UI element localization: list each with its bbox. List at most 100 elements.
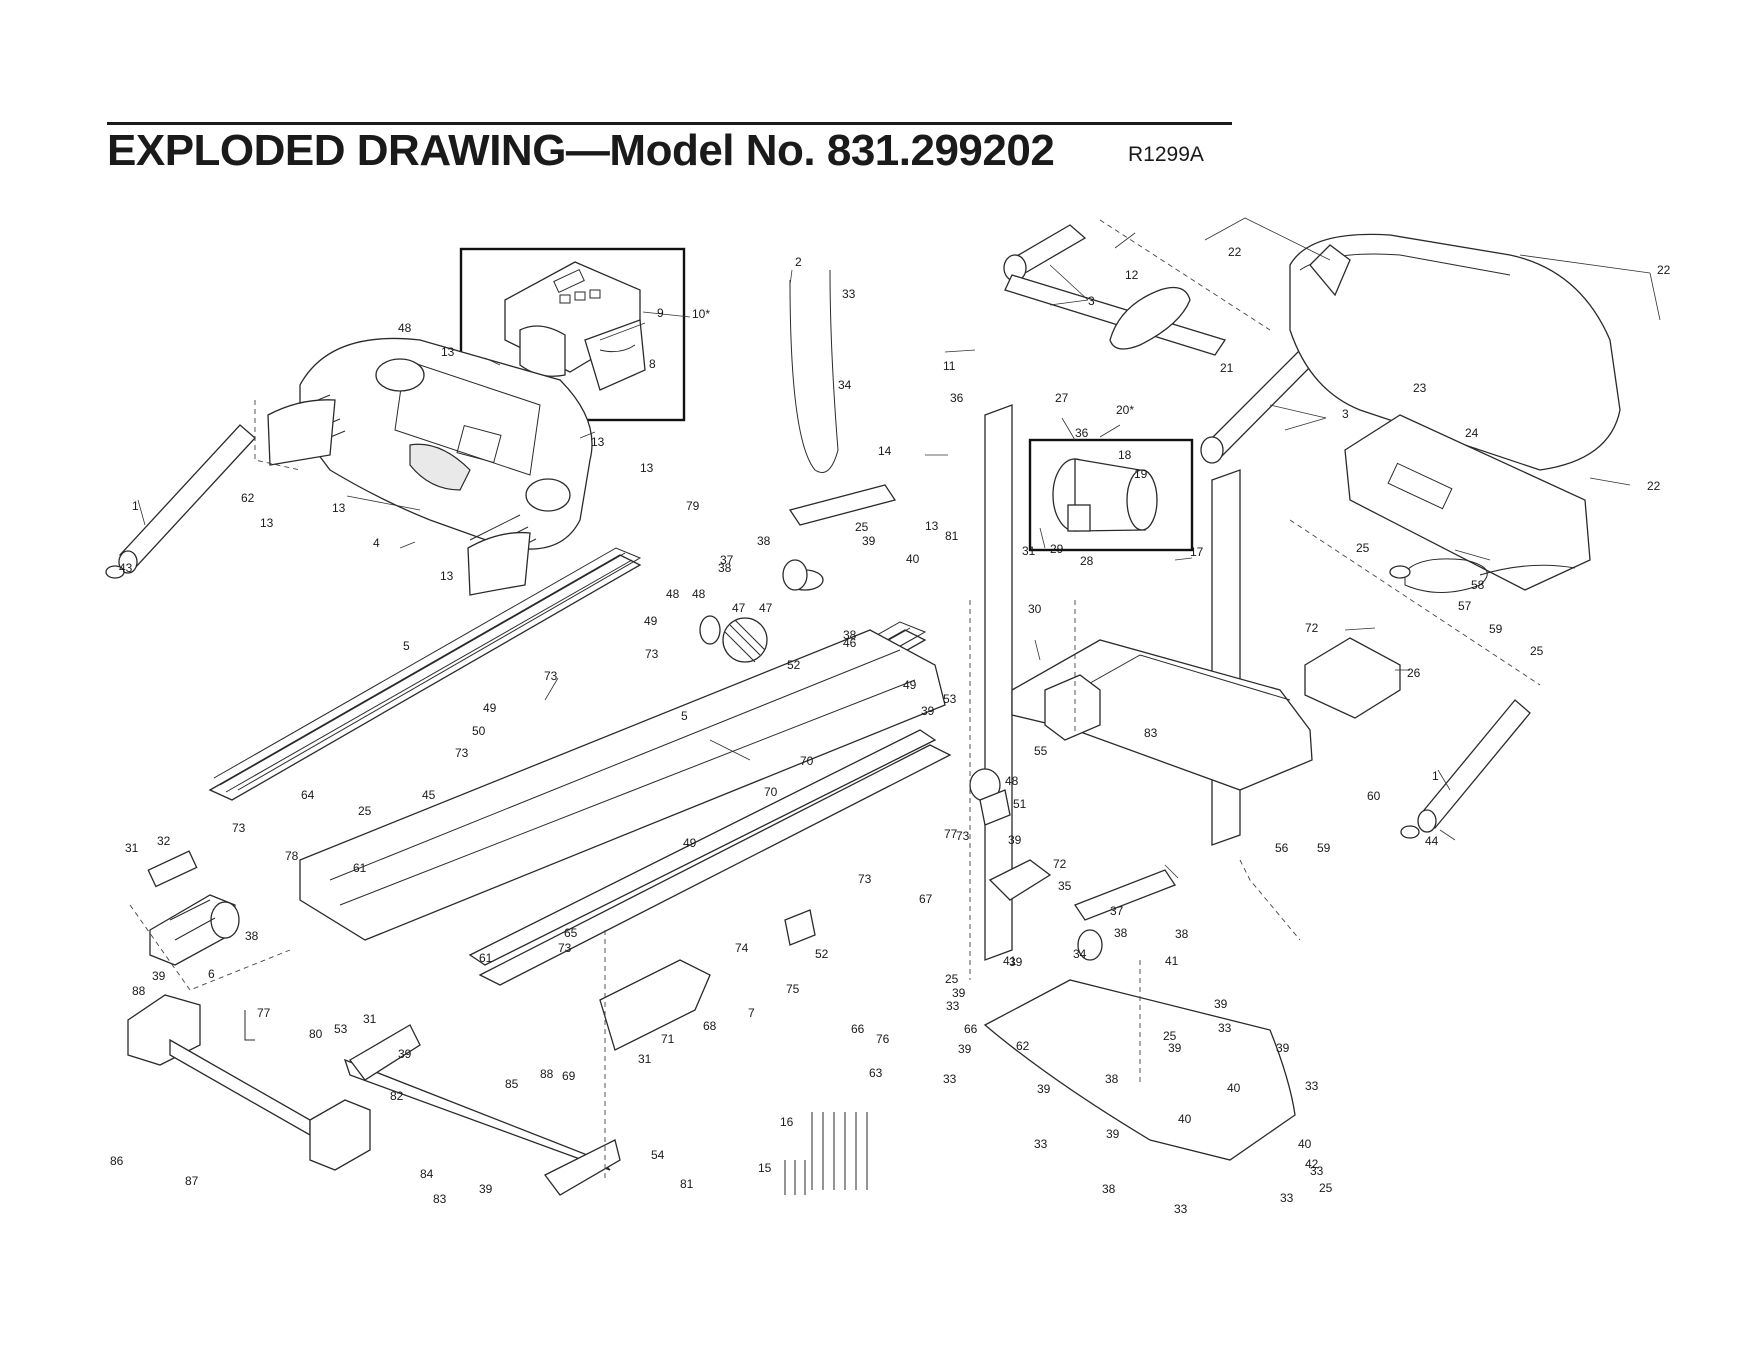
callout-label: 36	[1075, 426, 1089, 440]
callout-label: 72	[1305, 621, 1319, 635]
callout-label: 29	[1050, 542, 1064, 556]
callout-label: 73	[455, 746, 469, 760]
callout-label: 17	[1190, 545, 1204, 559]
callout-label: 33	[943, 1072, 957, 1086]
callout-label: 84	[420, 1167, 434, 1181]
callout-label: 39	[952, 986, 966, 1000]
callout-label: 3	[1088, 294, 1095, 308]
bolt-set-15	[784, 1160, 806, 1195]
callout-label: 49	[683, 836, 697, 850]
callout-label: 14	[878, 444, 892, 458]
callout-label: 67	[919, 892, 933, 906]
callout-label: 70	[764, 785, 778, 799]
callout-label: 49	[483, 701, 497, 715]
callout-label: 47	[759, 601, 773, 615]
callout-label: 24	[1465, 426, 1479, 440]
callout-label: 13	[591, 435, 605, 449]
callout-label: 39	[862, 534, 876, 548]
callout-label: 31	[1022, 544, 1036, 558]
callout-label: 76	[876, 1032, 890, 1046]
callout-label: 75	[786, 982, 800, 996]
callout-label: 64	[301, 788, 315, 802]
console-base	[267, 337, 593, 596]
controller-bracket	[1304, 637, 1401, 719]
callout-label: 32	[157, 834, 171, 848]
rear-wheel-left	[782, 484, 897, 591]
callout-label: 73	[645, 647, 659, 661]
callout-label: 78	[285, 849, 299, 863]
callout-label: 38	[718, 561, 732, 575]
title-rule	[107, 122, 1232, 125]
callout-label: 16	[780, 1115, 794, 1129]
drive-belt	[1109, 286, 1191, 350]
callout-label: 25	[1163, 1029, 1177, 1043]
callout-label: 33	[842, 287, 856, 301]
callout-label: 57	[1458, 599, 1472, 613]
callout-label: 88	[540, 1067, 554, 1081]
callout-label: 28	[1080, 554, 1094, 568]
callout-label: 73	[956, 829, 970, 843]
walking-deck	[299, 629, 952, 986]
callout-label: 27	[1055, 391, 1069, 405]
callout-label: 69	[562, 1069, 576, 1083]
callout-label: 39	[479, 1182, 493, 1196]
callout-label: 40	[1298, 1137, 1312, 1151]
callout-label: 31	[125, 841, 139, 855]
callout-label: 49	[644, 614, 658, 628]
callout-label: 38	[1102, 1182, 1116, 1196]
callout-label: 22	[1647, 479, 1661, 493]
callout-label: 36	[950, 391, 964, 405]
drawing-reference-code: R1299A	[1128, 143, 1204, 166]
callout-label: 7	[748, 1006, 755, 1020]
callout-label: 44	[1425, 834, 1439, 848]
callout-label: 53	[334, 1022, 348, 1036]
callout-label: 31	[363, 1012, 377, 1026]
callout-label: 38	[245, 929, 259, 943]
callout-label: 13	[441, 345, 455, 359]
isolator	[988, 859, 1052, 901]
callout-label: 60	[1367, 789, 1381, 803]
callout-label: 1	[132, 499, 139, 513]
motor-hood	[1289, 233, 1621, 471]
callout-label: 72	[1053, 857, 1067, 871]
callout-label: 20*	[1116, 403, 1134, 417]
callout-label: 40	[1227, 1081, 1241, 1095]
callout-label: 39	[1168, 1041, 1182, 1055]
callout-label: 39	[398, 1047, 412, 1061]
callout-label: 25	[1319, 1181, 1333, 1195]
callout-label: 45	[422, 788, 436, 802]
callout-label: 25	[1356, 541, 1370, 555]
callout-label: 6	[208, 967, 215, 981]
assembly-guide-lines	[129, 219, 1541, 1180]
callout-label: 83	[433, 1192, 447, 1206]
callout-label: 33	[1280, 1191, 1294, 1205]
callout-label: 52	[815, 947, 829, 961]
callout-label: 2	[795, 255, 802, 269]
callout-label: 66	[851, 1022, 865, 1036]
callout-label: 39	[958, 1042, 972, 1056]
callout-label: 63	[869, 1066, 883, 1080]
callout-label: 22	[1657, 263, 1671, 277]
callout-label: 51	[1013, 797, 1027, 811]
callout-label: 49	[903, 678, 917, 692]
callout-label: 61	[479, 951, 493, 965]
callout-label: 47	[732, 601, 746, 615]
power-cord	[1404, 558, 1576, 593]
callout-label: 46	[843, 636, 857, 650]
console-electronics	[504, 261, 646, 391]
handrail-right	[1400, 699, 1531, 839]
page-title: EXPLODED DRAWING—Model No. 831.299202	[107, 126, 1055, 175]
callout-leaders	[137, 217, 1661, 879]
callout-label: 38	[1114, 926, 1128, 940]
callout-label: 81	[680, 1177, 694, 1191]
front-roller-motor	[147, 850, 240, 966]
callout-label: 5	[403, 639, 410, 653]
callout-label: 42	[1305, 1157, 1319, 1171]
callout-label: 59	[1489, 622, 1503, 636]
callout-label: 86	[110, 1154, 124, 1168]
callout-label: 33	[946, 999, 960, 1013]
callout-label: 40	[906, 552, 920, 566]
callout-label: 73	[558, 941, 572, 955]
callout-label: 11	[943, 359, 956, 373]
power-plug	[1389, 565, 1411, 579]
